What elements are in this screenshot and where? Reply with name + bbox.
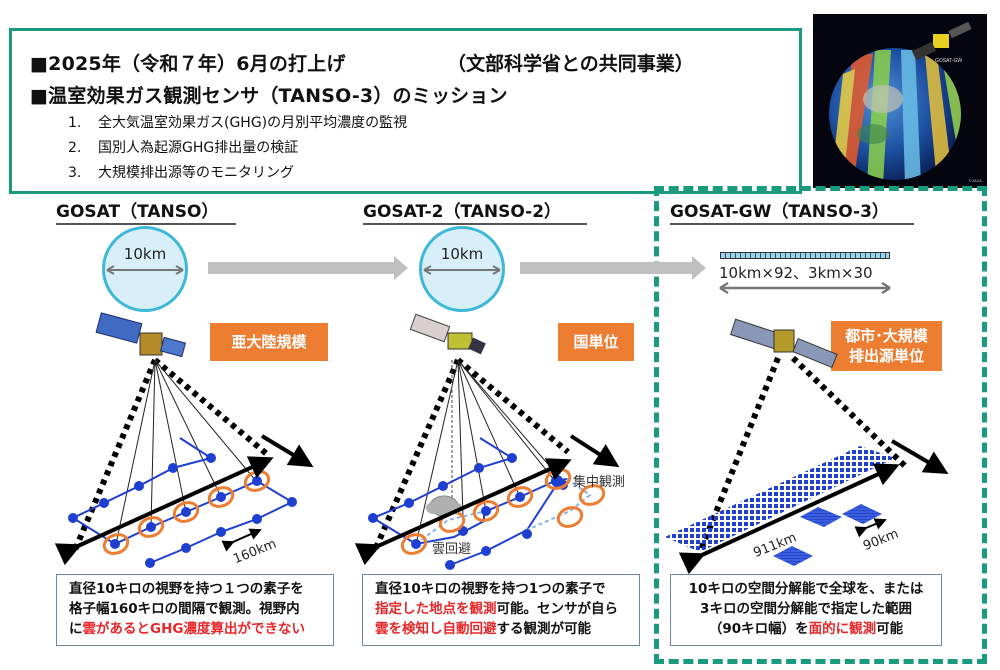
- gosat-title: GOSAT（TANSO）: [56, 197, 236, 225]
- gosat2-fov-circle: 10km: [419, 226, 505, 312]
- swath-resolution-label: 10km×92、3km×30: [719, 264, 873, 282]
- double-arrow-icon: [423, 265, 501, 275]
- globe-icon: GOSAT-GW ©JAXA: [829, 21, 982, 183]
- globe-observation-image: GOSAT-GW ©JAXA: [813, 14, 987, 188]
- scale-tag-subcontinental: 亜大陸規模: [210, 323, 328, 361]
- mission-summary-box: ■2025年（令和７年）6月の打上げ （文部科学省との共同事業） ■温室効果ガス…: [9, 28, 802, 194]
- gosat-satellite-icon: [95, 312, 187, 358]
- svg-text:©JAXA: ©JAXA: [969, 178, 982, 183]
- gosat-fov-circle: 10km: [102, 226, 188, 312]
- gosat2-description: 直径10キロの視野を持つ1つの素子で 指定した地点を観測可能。センサが自ら 雲を…: [362, 574, 640, 646]
- gosat-gw-description: 10キロの空間分解能で全球を、または 3キロの空間分解能で指定した範囲 （90キ…: [670, 574, 942, 646]
- svg-text:集中観測: 集中観測: [573, 474, 625, 490]
- gosat-gw-title: GOSAT-GW（TANSO-3）: [670, 197, 914, 225]
- gosat2-satellite-icon: [409, 313, 486, 355]
- launch-heading: ■2025年（令和７年）6月の打上げ: [30, 53, 346, 75]
- gosat2-title: GOSAT-2（TANSO-2）: [363, 197, 587, 225]
- scale-tag-city: 都市･大規模 排出源単位: [831, 321, 942, 371]
- gosat-description: 直径10キロの視野を持つ１つの素子を 格子幅160キロの間隔で観測。視野内 に雲…: [56, 574, 334, 646]
- mission-item: 1.全大気温室効果ガス(GHG)の月別平均濃度の監視: [68, 115, 408, 131]
- scale-tag-country: 国単位: [558, 323, 634, 361]
- double-arrow-icon: [106, 265, 184, 275]
- mission-item: 2.国別人為起源GHG排出量の検証: [68, 140, 299, 156]
- joint-project-note: （文部科学省との共同事業）: [447, 53, 694, 75]
- svg-text:GOSAT-GW: GOSAT-GW: [935, 58, 962, 64]
- svg-text:160km: 160km: [231, 536, 278, 567]
- progression-arrow-icon: [520, 256, 706, 280]
- mission-list: 1.全大気温室効果ガス(GHG)の月別平均濃度の監視 2.国別人為起源GHG排出…: [68, 111, 407, 186]
- mission-item: 3.大規模排出源等のモニタリング: [68, 165, 294, 181]
- double-arrow-icon: [719, 282, 891, 294]
- mission-heading: ■温室効果ガス観測センサ（TANSO-3）のミッション: [30, 85, 508, 107]
- svg-text:雲回避: 雲回避: [432, 542, 471, 557]
- progression-arrow-icon: [208, 256, 408, 280]
- gosat-gw-highlight-frame: [654, 186, 987, 664]
- cloud-icon: [426, 495, 462, 517]
- detector-array-bar: [720, 252, 890, 259]
